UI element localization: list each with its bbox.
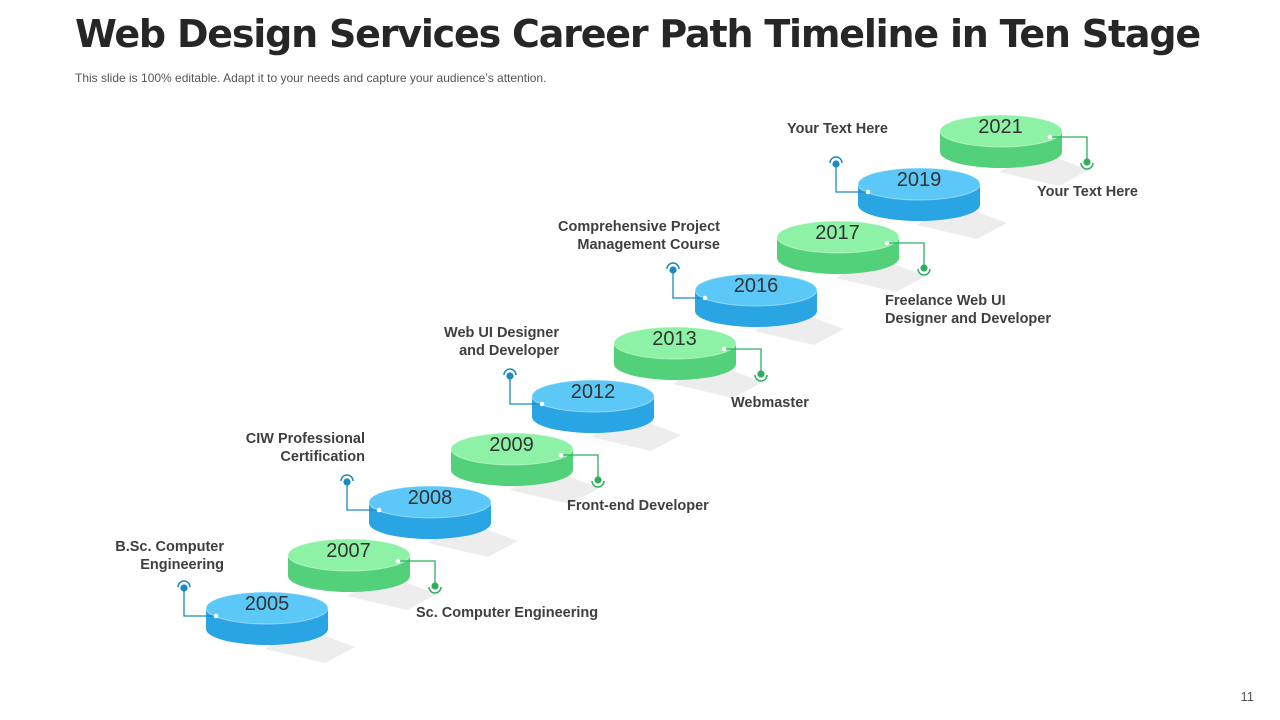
stage-label-line: Your Text Here [1037,184,1138,200]
stage-label-line: Your Text Here [787,121,888,137]
cylinder-shape [694,273,844,345]
stage-disc-2016: 2016 [694,273,844,345]
stage-label-2019: Your Text Here [787,120,888,138]
stage-label-line: Front-end Developer [567,498,709,514]
stage-year: 2005 [244,593,290,615]
stage-label-2013: Webmaster [731,394,809,412]
stage-label-2021: Your Text Here [1037,183,1138,201]
stage-disc-2021: 2021 [939,114,1089,186]
stage-year: 2012 [570,381,616,403]
stage-label-2007: Sc. Computer Engineering [416,604,598,622]
slide-subtitle: This slide is 100% editable. Adapt it to… [75,71,547,85]
stage-disc-2008: 2008 [368,485,518,557]
stage-label-2012: Web UI Designer and Developer [444,324,559,360]
stage-disc-2012: 2012 [531,379,681,451]
pin-connector-icon [721,346,768,382]
stage-year: 2017 [815,222,860,244]
pin-connector-icon [1047,134,1094,170]
stage-label-line: Certification [280,449,365,465]
stage-label-line: Engineering [140,557,224,573]
cylinder-shape [776,220,926,292]
pin-connector-icon [503,368,545,407]
pin-connector-icon [340,474,382,513]
pin-connector-icon [177,580,219,619]
pin-connector-icon [395,558,442,594]
stage-label-line: and Developer [459,343,559,359]
stage-year: 2008 [407,487,453,509]
cylinder-shape [613,326,763,398]
pin-connector-icon [558,452,605,488]
stage-label-line: Management Course [577,237,720,253]
stage-year: 2013 [652,328,697,350]
stage-disc-2019: 2019 [857,167,1007,239]
cylinder-shape [205,591,355,663]
stage-disc-2005: 2005 [205,591,355,663]
slide-title: Web Design Services Career Path Timeline… [75,12,1201,56]
pin-connector-icon [829,156,871,195]
page-number: 11 [1240,689,1255,704]
cylinder-shape [939,114,1089,186]
cylinder-shape [287,538,437,610]
stage-label-line: Comprehensive Project [558,219,720,235]
cylinder-shape [531,379,681,451]
stage-label-line: B.Sc. Computer [115,539,224,555]
pin-connector-icon [666,262,708,301]
stage-year: 2009 [489,434,534,456]
stage-disc-2007: 2007 [287,538,437,610]
cylinder-shape [450,432,600,504]
stage-label-line: Sc. Computer Engineering [416,605,599,621]
cylinder-shape [368,485,518,557]
stage-year: 2019 [896,169,942,191]
pin-connector-icon [884,240,931,276]
stage-label-line: CIW Professional [245,431,365,447]
stage-label-line: Designer and Developer [885,311,1051,327]
stage-label-line: Freelance Web UI [885,293,1006,309]
stage-year: 2016 [733,275,779,297]
stage-disc-2009: 2009 [450,432,600,504]
stage-year: 2021 [978,116,1023,138]
stage-label-2017: Freelance Web UI Designer and Developer [885,292,1051,328]
stage-label-2009: Front-end Developer [567,497,709,515]
stage-year: 2007 [326,540,371,562]
stage-label-line: Web UI Designer [444,325,559,341]
stage-disc-2017: 2017 [776,220,926,292]
stage-disc-2013: 2013 [613,326,763,398]
stage-label-line: Webmaster [731,395,809,411]
cylinder-shape [857,167,1007,239]
